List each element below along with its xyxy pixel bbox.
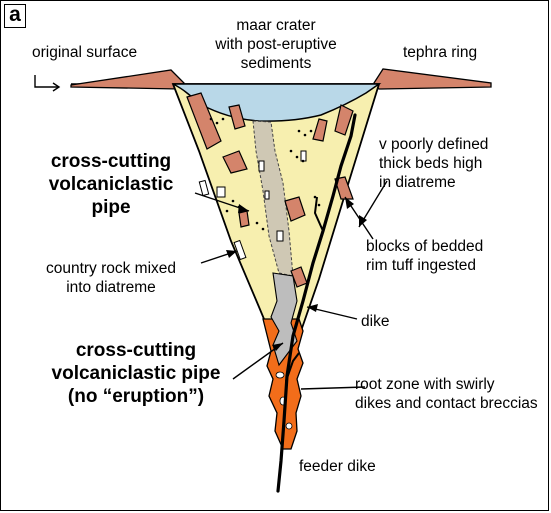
cross-cutting-pipe-no-eruption-label: cross-cutting volcaniclastic pipe (no “e…	[31, 339, 241, 408]
country-rock-fragment	[277, 231, 283, 241]
tephra-ring-right	[374, 69, 491, 89]
cross-cutting-pipe-label: cross-cutting volcaniclastic pipe	[31, 150, 191, 219]
root-breccia-hole	[276, 372, 284, 378]
feeder-dike-label: feeder dike	[299, 457, 376, 476]
tuff-block	[239, 211, 249, 227]
original-surface-label: original surface	[32, 43, 137, 62]
dike-label: dike	[361, 312, 389, 331]
country-rock-fragment	[265, 191, 269, 199]
maar-crater-label: maar crater with post-eruptive sediments	[201, 16, 351, 73]
tephra-ring-left	[71, 70, 184, 89]
blocks-ingested-label: blocks of bedded rim tuff ingested	[366, 237, 483, 275]
poorly-defined-beds-label: v poorly defined thick beds high in diat…	[379, 135, 488, 192]
country-rock-fragment	[217, 187, 225, 197]
country-rock-fragment	[259, 161, 264, 171]
root-zone-label: root zone with swirly dikes and contact …	[355, 375, 538, 413]
panel-label: a	[4, 4, 26, 28]
country-rock-fragment	[199, 180, 208, 195]
root-breccia-hole	[286, 423, 292, 429]
country-rock-fragment	[301, 151, 306, 161]
tephra-ring-label: tephra ring	[403, 43, 477, 62]
country-rock-label: country rock mixed into diatreme	[23, 259, 199, 297]
